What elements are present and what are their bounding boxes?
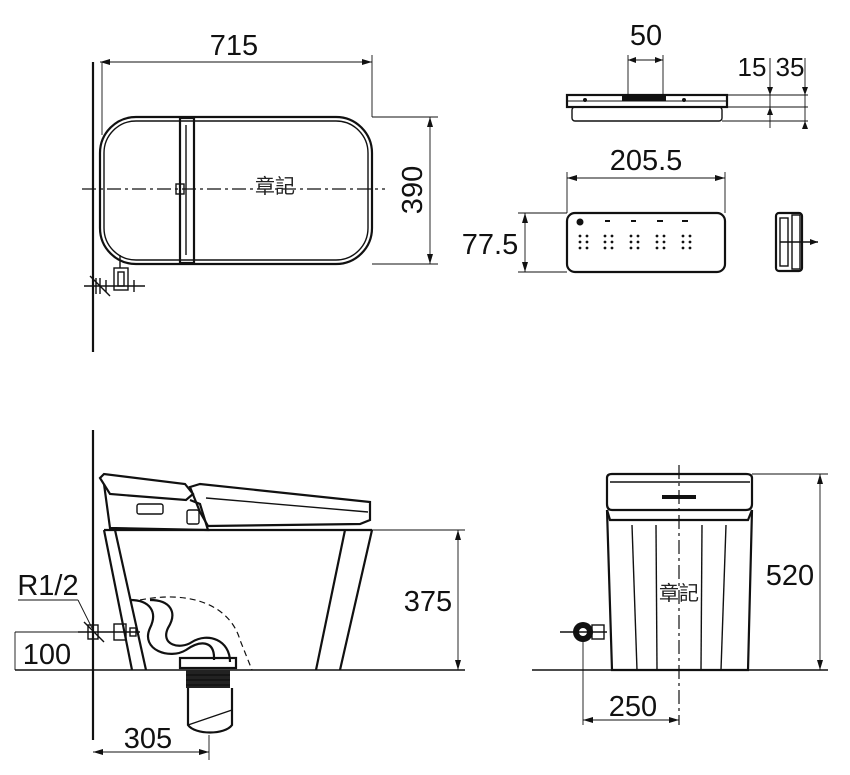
top-view: 章記 715 390	[82, 30, 438, 352]
side-drain-pipe	[186, 688, 234, 734]
remote-side-view: 50 15 35	[565, 20, 808, 129]
dim-remote-thickness-1: 15	[738, 52, 767, 82]
dim-remote-hole: 50	[630, 20, 662, 52]
side-trap-pipe-outer	[129, 598, 216, 661]
top-hinge-bar	[178, 116, 196, 265]
dim-top-depth: 390	[397, 166, 429, 214]
top-valve	[84, 255, 145, 297]
dim-inlet-height: 100	[23, 639, 71, 671]
top-seal-mark: 章記	[255, 174, 295, 198]
front-view: 章記 520 250	[532, 465, 828, 725]
top-body-inner	[103, 120, 369, 261]
side-trap-dashed	[139, 596, 253, 671]
remote-front-outline	[565, 211, 727, 274]
side-bowl-right-inner	[314, 529, 347, 671]
dim-top-width: 715	[210, 30, 258, 62]
dim-remote-width: 205.5	[610, 145, 683, 177]
dim-remote-height: 77.5	[462, 229, 518, 261]
dim-side-height: 375	[404, 586, 452, 618]
remote-button-dots	[578, 220, 692, 250]
dim-front-height: 520	[766, 560, 814, 592]
dim-drain-distance: 305	[124, 723, 172, 755]
dim-front-inlet-offset: 250	[609, 691, 657, 723]
side-lid	[188, 482, 372, 528]
side-bowl-left	[102, 529, 134, 671]
top-center-box	[175, 183, 185, 195]
remote-front-view: 205.5 77.5	[462, 145, 727, 274]
front-body	[605, 509, 754, 672]
front-inlet-valve	[560, 622, 607, 642]
remote-holder-view	[774, 211, 818, 273]
top-body-outline	[98, 115, 374, 266]
side-view: 375 R1/2 100 305	[14, 430, 465, 760]
front-seal-mark: 章記	[659, 581, 699, 605]
side-tank-top	[98, 472, 195, 502]
remote-side-bottom	[571, 106, 723, 122]
label-inlet-thread: R1/2	[17, 570, 78, 602]
side-drain-flange	[178, 656, 238, 670]
dim-remote-thickness-2: 35	[776, 52, 805, 82]
front-lid	[605, 472, 754, 512]
side-bowl-right	[338, 529, 374, 671]
